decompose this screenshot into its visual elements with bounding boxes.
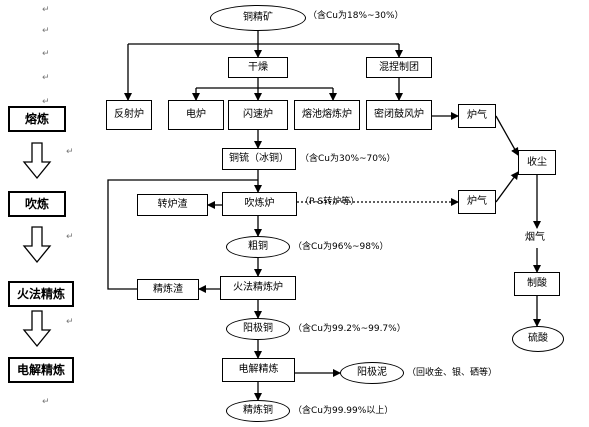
node-fire-refining-furnace: 火法精炼炉 xyxy=(220,276,296,300)
note-concentrate-cu: （含Cu为18%~30%） xyxy=(308,11,404,21)
node-flash-furnace: 闪速炉 xyxy=(228,100,288,130)
node-kneading: 混捏制团 xyxy=(366,57,432,78)
node-anode-slime: 阳极泥 xyxy=(340,362,404,384)
note-converter-type: （P-S转炉等） xyxy=(300,197,360,207)
node-reverberatory-furnace: 反射炉 xyxy=(106,100,152,130)
paragraph-mark: ↵ xyxy=(42,73,50,83)
node-acid-making: 制酸 xyxy=(514,272,560,296)
node-dust-collection: 收尘 xyxy=(518,150,556,175)
node-blast-furnace: 密闭鼓风炉 xyxy=(366,100,432,130)
node-anode-copper: 阳极铜 xyxy=(226,318,290,340)
node-converter-slag: 转炉渣 xyxy=(137,194,208,216)
paragraph-mark: ↵ xyxy=(42,49,50,59)
node-furnace-gas-1: 炉气 xyxy=(458,104,496,128)
step-fire-refining: 火法精炼 xyxy=(8,281,74,307)
note-blister-cu: （含Cu为96%~98%） xyxy=(293,242,389,252)
note-anode-slime-recovery: （回收金、银、硒等） xyxy=(407,368,498,378)
node-electrolytic-refining: 电解精炼 xyxy=(222,358,295,382)
node-bath-smelting-furnace: 熔池熔炼炉 xyxy=(294,100,360,130)
paragraph-mark: ↵ xyxy=(66,232,74,242)
node-sulfuric-acid: 硫酸 xyxy=(512,326,564,352)
paragraph-mark: ↵ xyxy=(66,317,74,327)
paragraph-mark: ↵ xyxy=(42,97,50,107)
node-copper-concentrate: 铜精矿 xyxy=(210,5,306,31)
note-matte-cu: （含Cu为30%~70%） xyxy=(300,154,396,164)
node-copper-matte: 铜锍（冰铜） xyxy=(222,148,296,170)
note-refined-cu: （含Cu为99.99%以上） xyxy=(293,406,394,416)
node-furnace-gas-2: 炉气 xyxy=(458,190,496,214)
node-refining-slag: 精炼渣 xyxy=(137,279,199,300)
node-converter: 吹炼炉 xyxy=(222,192,297,216)
paragraph-mark: ↵ xyxy=(42,5,50,15)
paragraph-mark: ↵ xyxy=(42,26,50,36)
step-smelting: 熔炼 xyxy=(8,106,66,132)
node-electric-furnace: 电炉 xyxy=(168,100,224,130)
label-flue-gas: 烟气 xyxy=(525,232,545,243)
note-anode-cu: （含Cu为99.2%~99.7%） xyxy=(293,324,406,334)
paragraph-mark: ↵ xyxy=(66,147,74,157)
node-refined-copper: 精炼铜 xyxy=(226,400,290,422)
node-drying: 干燥 xyxy=(228,57,288,78)
step-electrolytic-refining: 电解精炼 xyxy=(8,357,74,383)
paragraph-mark: ↵ xyxy=(42,397,50,407)
node-blister-copper: 粗铜 xyxy=(226,236,290,258)
step-converting: 吹炼 xyxy=(8,191,66,217)
